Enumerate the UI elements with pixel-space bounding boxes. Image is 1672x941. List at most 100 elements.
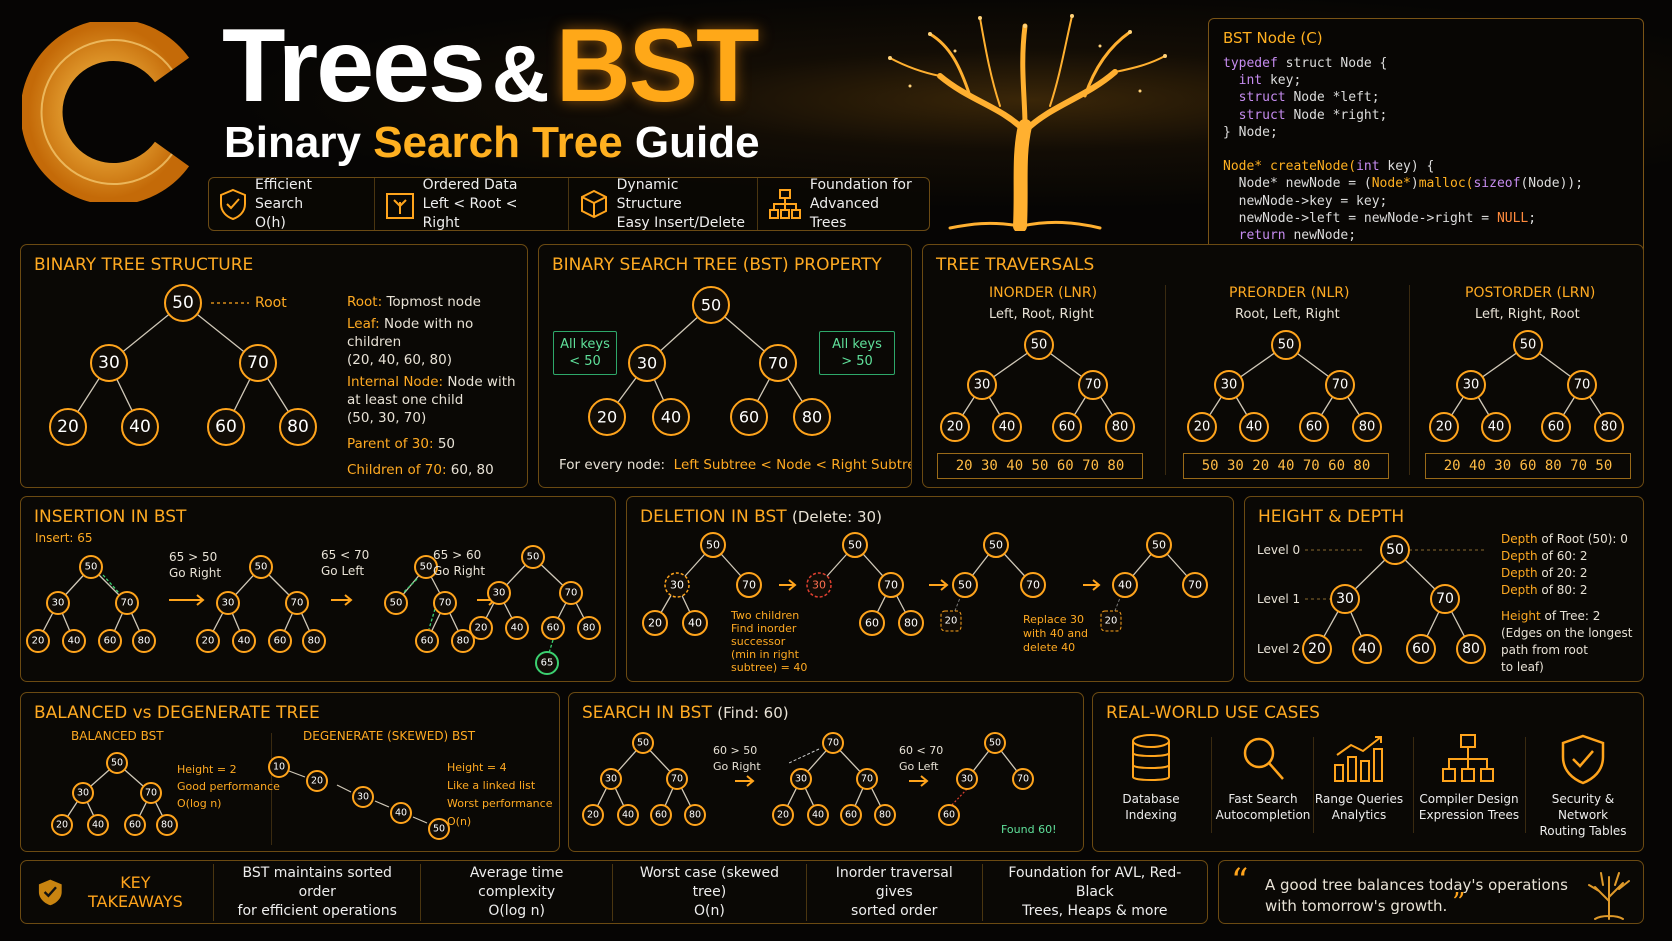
svg-text:20: 20 — [57, 417, 79, 437]
svg-text:50: 50 — [255, 562, 268, 573]
svg-text:70: 70 — [145, 788, 157, 799]
tree-node: 80 — [793, 398, 831, 436]
left-subtree-box: All keys< 50 — [553, 331, 617, 375]
svg-text:20: 20 — [32, 636, 45, 647]
tree-node: 40 — [682, 610, 708, 636]
svg-text:20: 20 — [1105, 616, 1118, 627]
tree-node: 70 — [1078, 370, 1108, 400]
database-icon — [1132, 734, 1170, 781]
tree-node: 40 — [617, 804, 639, 826]
svg-text:70: 70 — [1085, 378, 1102, 393]
tree-node: 20 — [1429, 412, 1459, 442]
svg-text:60: 60 — [845, 810, 857, 821]
tree-node: 40 — [807, 804, 829, 826]
arrow-icon — [929, 579, 949, 591]
tree-node: 50 — [1146, 532, 1172, 558]
arrow-icon — [735, 775, 755, 787]
balanced-degenerate-panel: BALANCED vs DEGENERATE TREE BALANCED BST… — [20, 692, 560, 852]
height-tree: 50 30 70 20 40 60 80 — [1302, 535, 1486, 664]
svg-text:20: 20 — [947, 420, 964, 435]
bst-property-tree: 50 30 70 20 40 60 80 — [588, 286, 831, 436]
height-depth-panel: HEIGHT & DEPTH 50 30 70 20 40 60 80 Leve… — [1244, 496, 1644, 682]
level-1-label: Level 1 — [1257, 592, 1301, 606]
tree-node: 60 — [98, 629, 122, 653]
tree-node: 20 — [26, 629, 50, 653]
tree-node: 60 — [1406, 634, 1436, 664]
tree-node: 50 — [1380, 535, 1410, 565]
shield-check-icon — [1561, 734, 1605, 785]
svg-text:30: 30 — [605, 774, 617, 785]
svg-text:70: 70 — [247, 353, 269, 373]
tree-node: 30 — [1214, 370, 1244, 400]
svg-text:50: 50 — [85, 562, 98, 573]
svg-text:30: 30 — [670, 579, 684, 592]
svg-text:60: 60 — [104, 636, 117, 647]
def-children: Children of 70: 60, 80 — [347, 462, 494, 478]
bst-rule: For every node: Left Subtree < Node < Ri… — [559, 457, 912, 473]
tree-node: 20 — [1187, 412, 1217, 442]
svg-text:40: 40 — [1358, 641, 1376, 657]
takeaway-item: Worst case (skewed tree)O(n) — [611, 863, 806, 921]
def-parent: Parent of 30: 50 — [347, 436, 456, 452]
tree-node: 70 — [1430, 584, 1460, 614]
def-internal-list: (50, 30, 70) — [347, 410, 427, 426]
quote-box: “ A good tree balances today's operation… — [1218, 860, 1644, 924]
svg-text:20: 20 — [311, 776, 323, 787]
tree-node: 30 — [90, 344, 128, 382]
svg-text:20: 20 — [202, 636, 215, 647]
tree-node: 20 — [642, 610, 668, 636]
tree-node: 50 — [1024, 330, 1054, 360]
tree-node: 80 — [684, 804, 706, 826]
tree-node: 30 — [806, 572, 832, 598]
tree-node: 70 — [1567, 370, 1597, 400]
tree-node: 50 — [692, 286, 730, 324]
postorder-title: POSTORDER (LRN) — [1465, 285, 1596, 301]
tree-node: 80 — [1594, 412, 1624, 442]
search-trees: 50 30 70 20 40 60 80 70 30 70 20 40 60 8… — [582, 732, 1034, 826]
svg-text:60: 60 — [1059, 420, 1076, 435]
tree-node: 20 — [940, 412, 970, 442]
svg-text:50: 50 — [1278, 338, 1295, 353]
svg-text:80: 80 — [904, 617, 918, 630]
hierarchy-icon — [1442, 734, 1494, 782]
search-found: Found 60! — [1001, 823, 1057, 836]
tree-node: 20 — [49, 408, 87, 446]
tree-node: 70 — [433, 591, 457, 615]
svg-text:40: 40 — [92, 820, 104, 831]
inorder-desc: Left, Root, Right — [989, 307, 1094, 322]
svg-text:60: 60 — [421, 636, 434, 647]
tree-node: 20 — [940, 610, 962, 632]
hierarchy-icon — [768, 189, 801, 219]
tree-node: 40 — [992, 412, 1022, 442]
tree-node: 20 — [582, 804, 604, 826]
tree-node: 20 — [196, 629, 220, 653]
svg-text:50: 50 — [527, 552, 540, 563]
code-panel: BST Node (C) typedef struct Node { int k… — [1208, 18, 1644, 260]
arrow-icon — [909, 775, 929, 787]
tree-node: 70 — [1325, 370, 1355, 400]
svg-text:40: 40 — [661, 408, 681, 427]
svg-text:65: 65 — [541, 658, 554, 669]
svg-text:80: 80 — [1112, 420, 1129, 435]
arrow-icon — [779, 579, 797, 591]
tree-node: 40 — [1112, 572, 1138, 598]
binary-tree-structure-panel: BINARY TREE STRUCTURE 50 30 70 20 40 60 … — [20, 244, 528, 488]
tree-node: 70 — [1012, 768, 1034, 790]
svg-text:70: 70 — [1188, 579, 1202, 592]
bst-property-panel: BINARY SEARCH TREE (BST) PROPERTY 50 30 … — [538, 244, 912, 488]
traversal-trees: 50 30 70 20 40 60 80 50 30 70 20 40 60 8… — [940, 330, 1624, 442]
close-quote-icon: ” — [1452, 888, 1466, 918]
svg-text:70: 70 — [742, 579, 756, 592]
tree-node: 30 — [628, 344, 666, 382]
tree-node: 80 — [279, 408, 317, 446]
svg-text:20: 20 — [1436, 420, 1453, 435]
degenerate-title: DEGENERATE (SKEWED) BST — [303, 729, 476, 743]
svg-text:20: 20 — [56, 820, 68, 831]
svg-text:80: 80 — [138, 636, 151, 647]
